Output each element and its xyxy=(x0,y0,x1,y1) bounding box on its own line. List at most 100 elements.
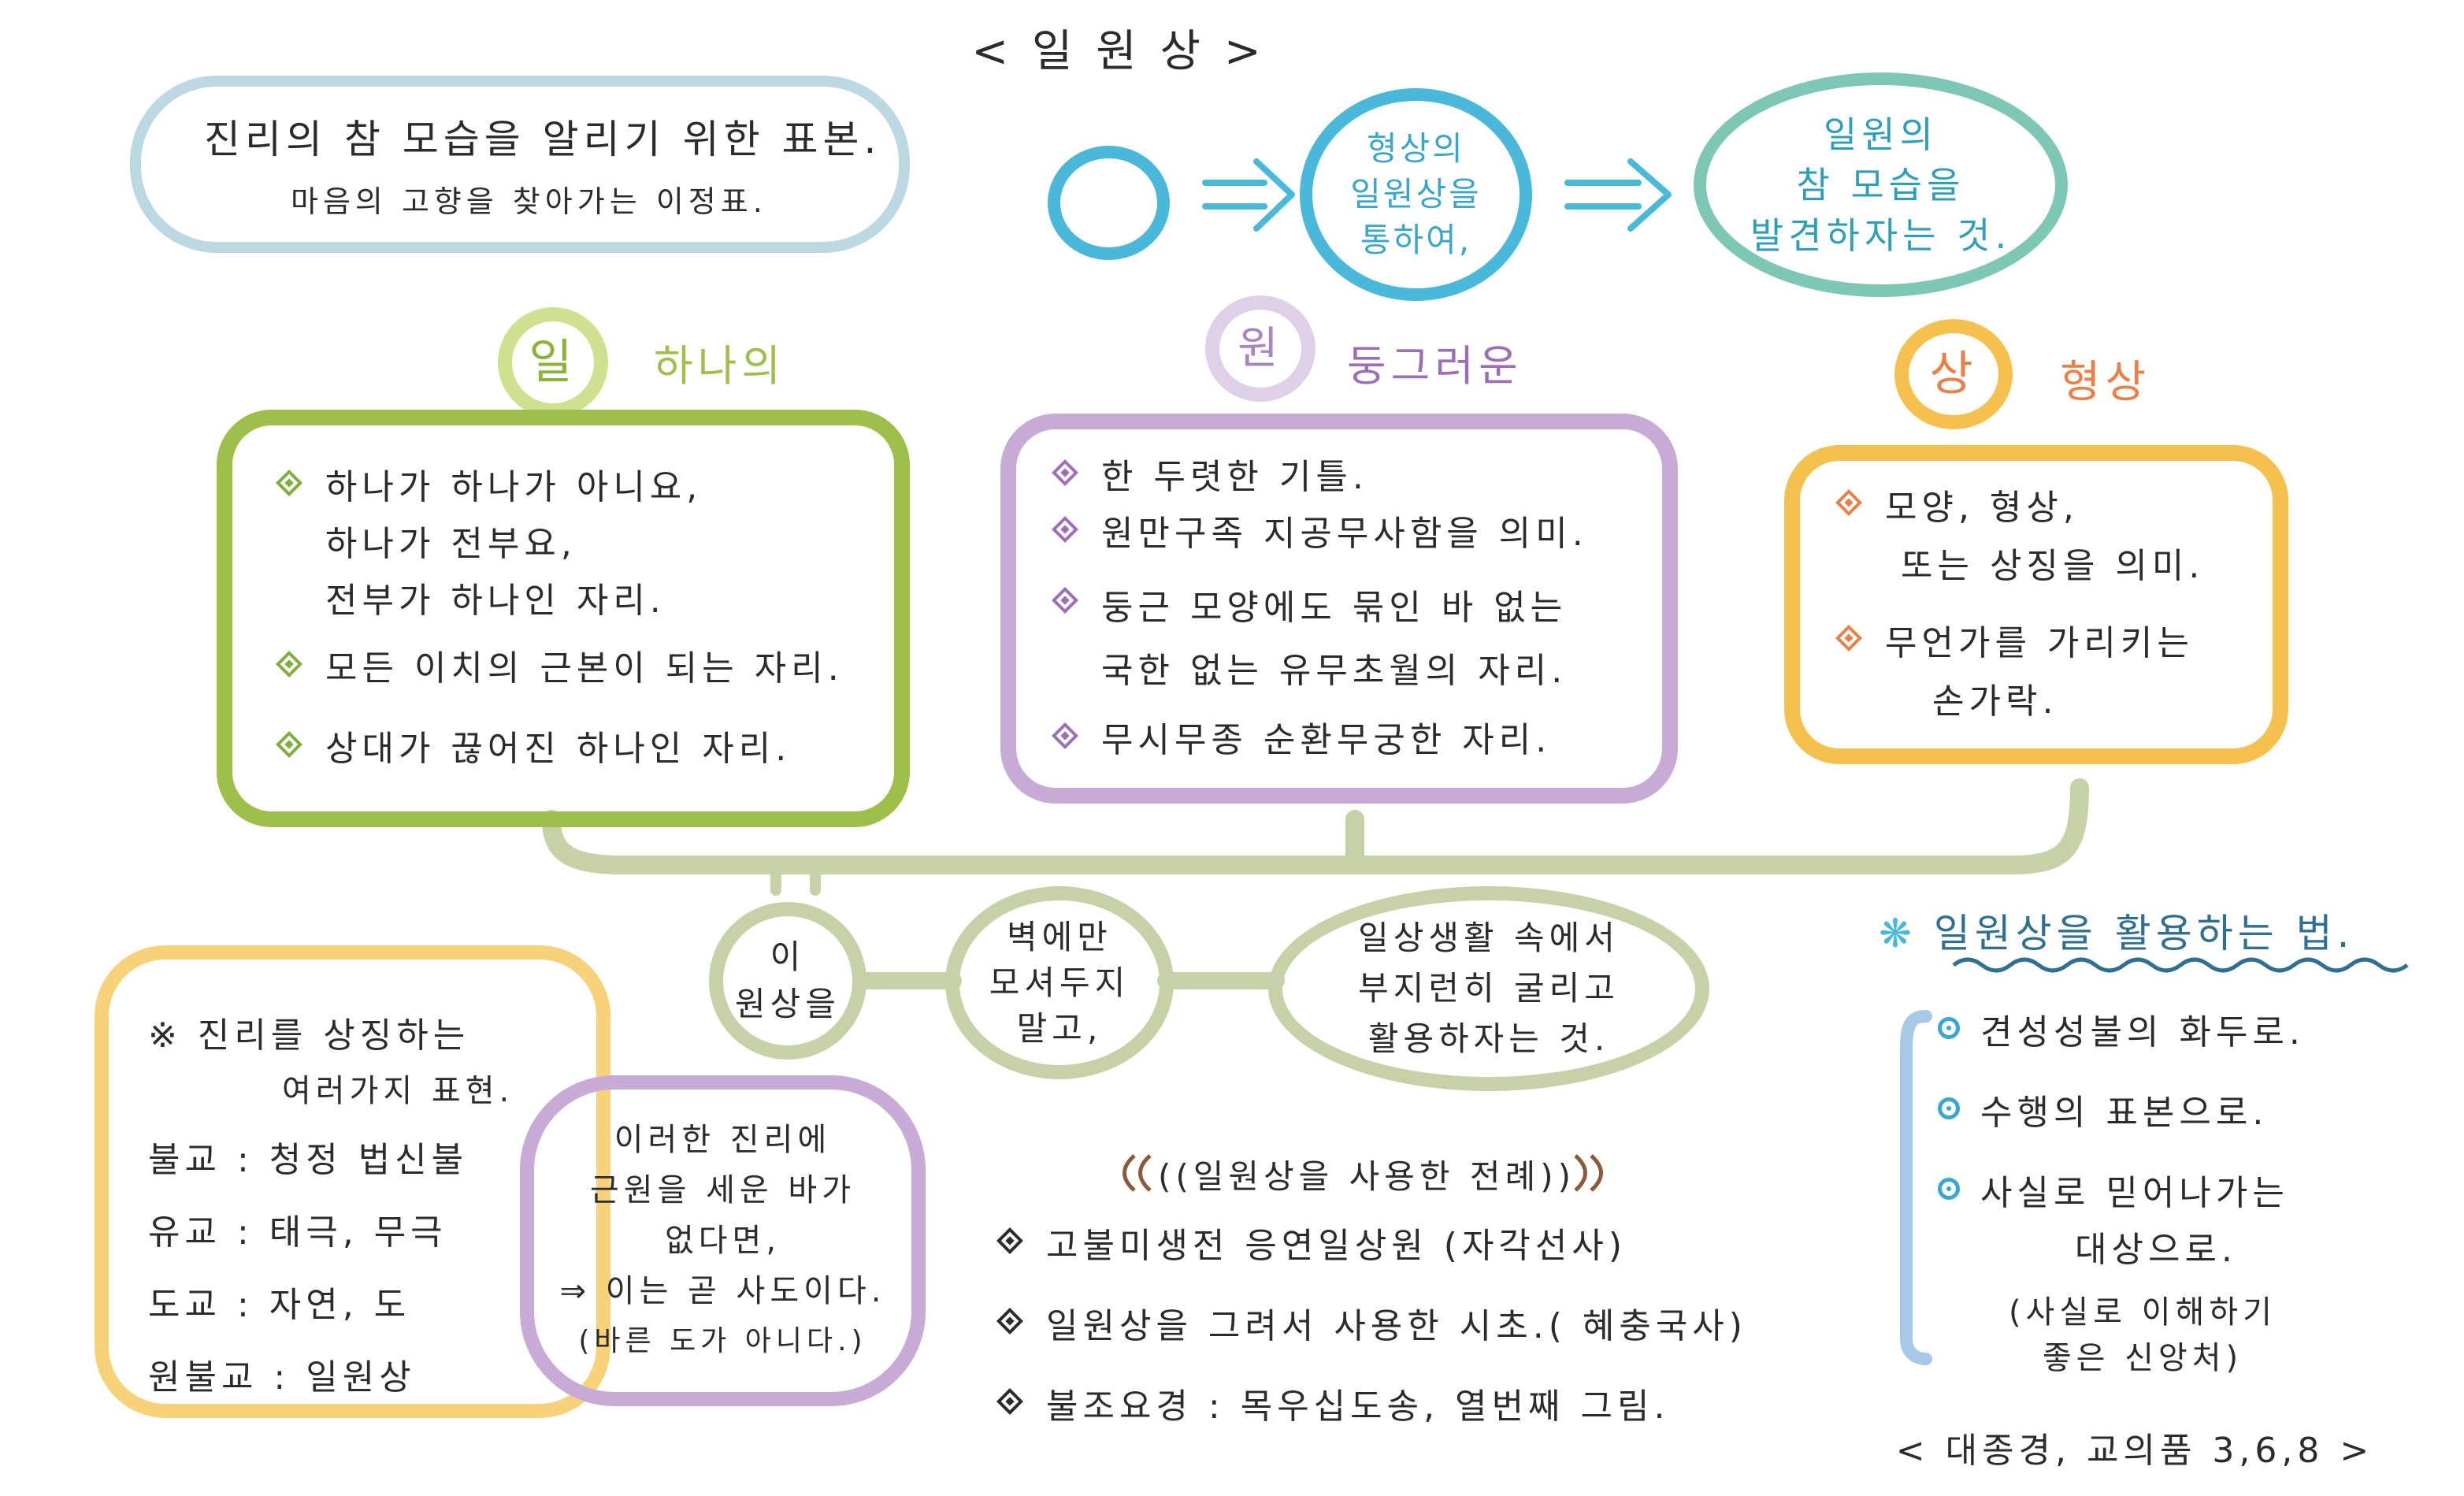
heading-il: 하나의 xyxy=(654,341,786,391)
usage-note: (사실로 이해하기 좋은 신앙처) xyxy=(1938,1290,2347,1381)
heading-won: 둥그러운 xyxy=(1347,341,1523,391)
sang-item-line: 또는 상징을 의미. xyxy=(1901,545,2205,586)
diamond-bullet-icon xyxy=(1835,624,1862,651)
usage-item-line: 대상으로. xyxy=(2075,1230,2237,1270)
sparkle-icon: ❋ xyxy=(1879,911,1917,956)
chain-node-3-line: 일상생활 속에서 xyxy=(1358,919,1620,957)
example-item-text: 일원상을 그려서 사용한 시초.( 혜충국사) xyxy=(1046,1306,1747,1346)
intro-line-2: 마음의 고향을 찾아가는 이정표. xyxy=(291,184,767,219)
target-bullet-icon xyxy=(1938,1178,1960,1200)
sang-item-line: 무언가를 가리키는 xyxy=(1885,622,2194,663)
won-item-line: 원만구족 지공무사함을 의미. xyxy=(1101,513,1588,554)
il-item: 모든 이치의 근본이 되는 자리. xyxy=(276,640,863,697)
diamond-bullet-icon xyxy=(1835,488,1862,516)
usage-list: 견성성불의 화두로. 수행의 표본으로. 사실로 믿어나가는 대상으로. (사실… xyxy=(1938,1004,2442,1381)
sang-item: 모양, 형상, 또는 상징을 의미. xyxy=(1835,479,2249,596)
flow-step-2: 일원의 참 모습을 발견하자는 것. xyxy=(1694,72,2068,297)
target-bullet-icon xyxy=(1938,1097,1960,1119)
diamond-bullet-icon xyxy=(1052,586,1078,614)
warning-line: ⇒ 이는 곧 사도이다. xyxy=(559,1273,886,1309)
usage-title: ❋ 일원상을 활용하는 법. xyxy=(1879,902,2430,957)
chain-node-3: 일상생활 속에서 부지런히 굴리고 활용하자는 것. xyxy=(1268,886,1709,1091)
warning-line: 근원을 세운 바가 xyxy=(589,1172,856,1208)
badge-won: 원 xyxy=(1205,295,1315,402)
diamond-bullet-icon xyxy=(996,1388,1023,1415)
warning-line: 없다면, xyxy=(664,1223,781,1259)
symbols-title-line: 여러가지 표현. xyxy=(282,1073,514,1109)
diamond-bullet-icon xyxy=(1052,515,1078,543)
usage-item-line: 사실로 믿어나가는 xyxy=(1980,1173,2289,1213)
diamond-bullet-icon xyxy=(276,651,302,677)
won-item: 둥근 모양에도 묶인 바 없는 국한 없는 유무초월의 자리. xyxy=(1052,577,1638,703)
usage-title-text: 일원상을 활용하는 법. xyxy=(1933,911,2355,956)
warning-line: (바른 도가 아니다.) xyxy=(578,1325,867,1357)
symbols-row: 원불교 : 일원상 xyxy=(148,1357,416,1398)
won-item-line: 국한 없는 유무초월의 자리. xyxy=(1101,650,1568,691)
sang-item-line: 모양, 형상, xyxy=(1885,487,2079,528)
flow-step-2-line: 발견하자는 것. xyxy=(1750,213,2012,257)
flow-step-1: 형상의 일원상을 통하여, xyxy=(1300,88,1532,301)
il-item-line: 하나가 하나가 아니요, xyxy=(325,467,703,507)
flow-step-1-line: 형상의 xyxy=(1367,129,1465,168)
flow-step-1-line: 통하여, xyxy=(1360,221,1472,259)
symbols-row: 유교 : 태극, 무극 xyxy=(148,1212,447,1253)
sang-item-line: 손가락. xyxy=(1932,681,2058,722)
chain-node-2-line: 모셔두지 xyxy=(989,963,1130,1002)
diamond-bullet-icon xyxy=(996,1227,1023,1254)
diamond-bullet-icon xyxy=(276,731,302,758)
box-il: 하나가 하나가 아니요, 하나가 전부요, 전부가 하나인 자리. 모든 이치의… xyxy=(217,410,910,827)
warning-box: 이러한 진리에 근원을 세운 바가 없다면, ⇒ 이는 곧 사도이다. (바른 … xyxy=(520,1075,926,1406)
chain-node-2-line: 벽에만 xyxy=(1007,917,1112,956)
symbols-title-line: ※ 진리를 상징하는 xyxy=(148,1015,470,1056)
chain-node-2-line: 말고, xyxy=(1016,1008,1103,1048)
example-item: 고불미생전 응연일상원 (자각선사) xyxy=(996,1217,1812,1275)
chain-node-2: 벽에만 모셔두지 말고, xyxy=(945,886,1174,1079)
won-item-line: 한 두렷한 기틀. xyxy=(1101,456,1368,497)
intro-bubble: 진리의 참 모습을 알리기 위한 표본. 마음의 고향을 찾아가는 이정표. xyxy=(130,76,910,253)
example-item-text: 불조요경 : 목우십도송, 열번째 그림. xyxy=(1046,1386,1670,1427)
flow-step-1-line: 일원상을 xyxy=(1350,175,1482,213)
diamond-bullet-icon xyxy=(996,1308,1023,1335)
sang-item: 무언가를 가리키는 손가락. xyxy=(1835,614,2249,731)
example-item: 불조요경 : 목우십도송, 열번째 그림. xyxy=(996,1378,1812,1436)
flow-step-2-line: 일원의 xyxy=(1824,113,1938,156)
flow-step-2-line: 참 모습을 xyxy=(1796,163,1965,206)
example-item-text: 고불미생전 응연일상원 (자각선사) xyxy=(1046,1226,1627,1266)
chain-node-1-line: 이 xyxy=(770,937,806,976)
heading-sang: 형상 xyxy=(2060,357,2151,408)
won-item-line: 둥근 모양에도 묶인 바 없는 xyxy=(1101,587,1568,628)
reference: < 대종경, 교의품 3,6,8 > xyxy=(1895,1431,2374,1471)
chain-node-3-line: 부지런히 굴리고 xyxy=(1358,969,1620,1008)
intro-line-1: 진리의 참 모습을 알리기 위한 표본. xyxy=(204,117,881,162)
chain-node-3-line: 활용하자는 것. xyxy=(1367,1019,1610,1058)
box-won: 한 두렷한 기틀. 원만구족 지공무사함을 의미. 둥근 모양에도 묶인 바 없… xyxy=(1000,414,1678,804)
target-bullet-icon xyxy=(1938,1017,1960,1039)
badge-il: 일 xyxy=(498,307,608,418)
badge-sang: 상 xyxy=(1894,319,2013,429)
usage-item-line: 견성성불의 화두로. xyxy=(1980,1012,2305,1052)
symbols-row: 불교 : 청정 법신불 xyxy=(148,1140,469,1180)
chain-node-1: 이 원상을 xyxy=(709,902,866,1060)
usage-item-line: 수행의 표본으로. xyxy=(1980,1093,2269,1133)
won-item: 무시무종 순환무궁한 자리. xyxy=(1052,712,1638,769)
examples-title: ((일원상을 사용한 전례)) xyxy=(1157,1157,1575,1196)
il-item-line: 상대가 끊어진 하나인 자리. xyxy=(325,729,792,769)
warning-line: 이러한 진리에 xyxy=(614,1122,832,1158)
won-item-line: 무시무종 순환무궁한 자리. xyxy=(1101,719,1552,760)
example-item: 일원상을 그려서 사용한 시초.( 혜충국사) xyxy=(996,1297,1812,1356)
examples-list: 고불미생전 응연일상원 (자각선사) 일원상을 그려서 사용한 시초.( 혜충국… xyxy=(996,1217,1812,1436)
diamond-bullet-icon xyxy=(276,470,302,496)
il-item: 하나가 하나가 아니요, 하나가 전부요, 전부가 하나인 자리. xyxy=(276,459,863,629)
symbols-row: 도교 : 자연, 도 xyxy=(148,1285,411,1325)
won-item: 한 두렷한 기틀. xyxy=(1052,449,1638,506)
il-item-line: 전부가 하나인 자리. xyxy=(325,581,666,621)
page-title: < 일 원 상 > xyxy=(971,26,1266,77)
usage-note-line: (사실로 이해하기 xyxy=(2009,1294,2277,1331)
il-item: 상대가 끊어진 하나인 자리. xyxy=(276,721,863,778)
symbols-box: ※ 진리를 상징하는 여러가지 표현. 불교 : 청정 법신불 유교 : 태극,… xyxy=(95,945,610,1418)
il-item-line: 모든 이치의 근본이 되는 자리. xyxy=(325,648,844,689)
circle-symbol xyxy=(1048,146,1170,260)
usage-item: 사실로 믿어나가는 대상으로. xyxy=(1938,1165,2442,1279)
usage-note-line: 좋은 신앙처) xyxy=(2042,1340,2243,1376)
